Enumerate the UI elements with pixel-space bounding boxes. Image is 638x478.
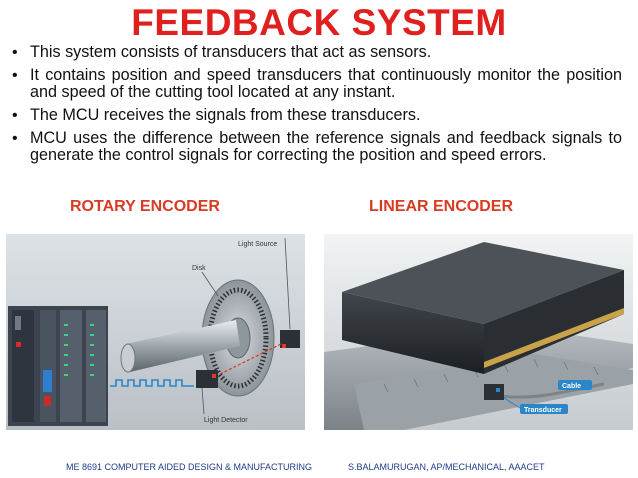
bullet-item: This system consists of transducers that… — [10, 44, 622, 62]
linear-encoder-heading: LINEAR ENCODER — [369, 198, 514, 215]
linear-encoder-image: Cable Transducer — [324, 234, 633, 430]
bullet-item: It contains position and speed transduce… — [10, 67, 622, 101]
linear-encoder-illustration: Cable Transducer — [324, 234, 633, 430]
transducer-label: Transducer — [524, 407, 562, 414]
light-detector-label: Light Detector — [204, 417, 248, 424]
footer-author: S.BALAMURUGAN, AP/MECHANICAL, AAACET — [348, 462, 545, 472]
rotary-encoder-image: Light Source Light Detector Disk — [6, 234, 305, 430]
rotary-encoder-illustration: Light Source Light Detector Disk — [6, 234, 305, 430]
disk-label: Disk — [192, 265, 206, 272]
bullet-item: MCU uses the difference between the refe… — [10, 130, 622, 164]
bullet-list: This system consists of transducers that… — [10, 44, 622, 170]
footer-course: ME 8691 COMPUTER AIDED DESIGN & MANUFACT… — [66, 462, 313, 472]
bullet-item: The MCU receives the signals from these … — [10, 107, 622, 125]
cable-label: Cable — [562, 383, 581, 390]
slide-title: FEEDBACK SYSTEM — [131, 2, 507, 43]
rotary-encoder-heading: ROTARY ENCODER — [70, 198, 220, 215]
light-source-label: Light Source — [238, 241, 277, 248]
